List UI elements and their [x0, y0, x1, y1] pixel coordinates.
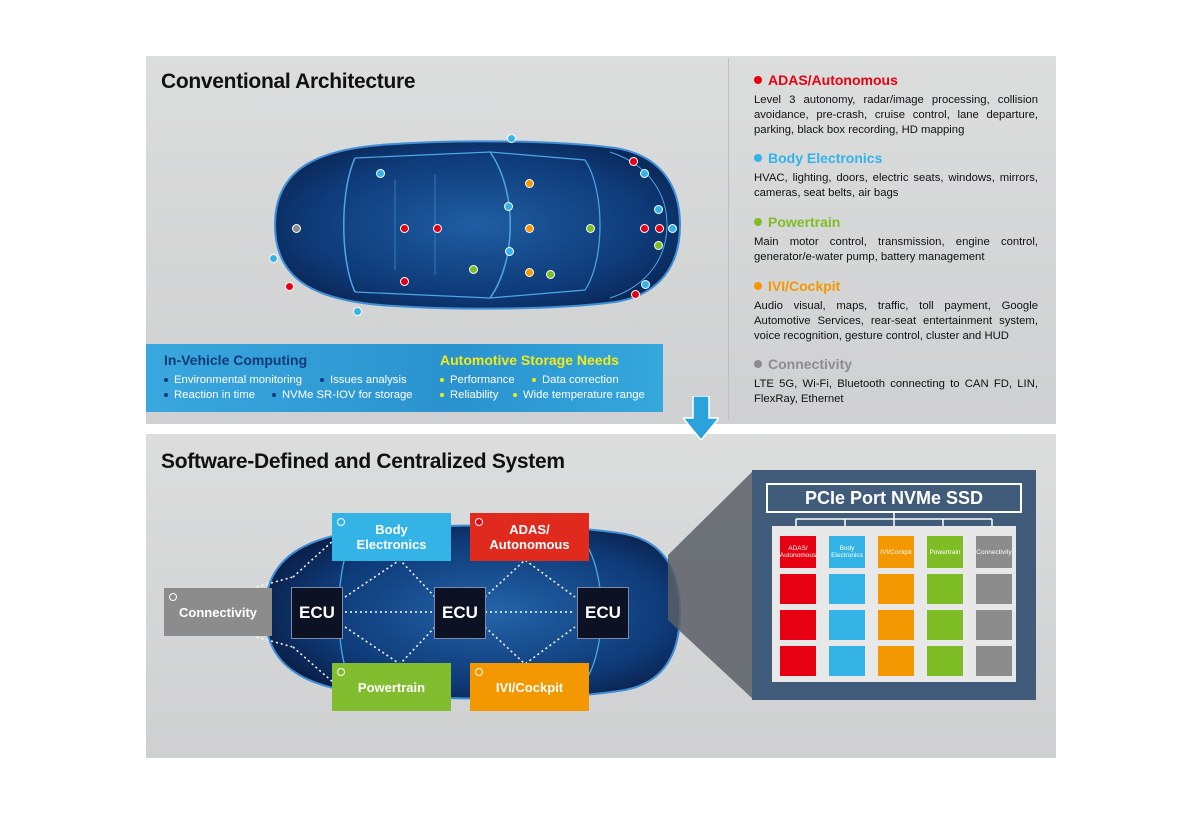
connectivity-node: Connectivity: [164, 588, 272, 636]
body-marker: [375, 168, 385, 178]
adas-marker: [630, 289, 640, 299]
connectivity-marker: [291, 223, 301, 233]
down-arrow-icon: [683, 396, 719, 440]
ssd-namespace-block: [878, 574, 914, 604]
legend-description: Level 3 autonomy, radar/image processing…: [754, 94, 1038, 136]
legend-description: Audio visual, maps, traffic, toll paymen…: [754, 300, 1038, 342]
ssd-column-header: ADAS/ Autonomous: [780, 536, 816, 568]
powertrain-marker: [585, 223, 595, 233]
ssd-column-header: Connectivity: [976, 536, 1012, 568]
body-marker: [268, 253, 278, 263]
adas-node: ADAS/ Autonomous: [470, 513, 589, 561]
info-box: In-Vehicle Computing Environmental monit…: [146, 344, 663, 412]
legend-title: Connectivity: [754, 356, 1038, 372]
legend-title: ADAS/Autonomous: [754, 72, 1038, 88]
ssd-namespace-block: [927, 574, 963, 604]
ssd-namespaces: ADAS/ Autonomous Body Electronics IVI/Cock…: [772, 526, 1016, 682]
powertrain-marker: [653, 240, 663, 250]
legend-title: IVI/Cockpit: [754, 278, 1038, 294]
powertrain-marker: [545, 269, 555, 279]
ssd-namespace-block: [927, 646, 963, 676]
body-marker: [667, 223, 677, 233]
info-item: NVMe SR-IOV for storage: [272, 389, 413, 401]
legend-title: Powertrain: [754, 214, 1038, 230]
centralized-system-title: Software-Defined and Centralized System: [161, 450, 565, 473]
adas-marker: [628, 156, 638, 166]
body-marker: [506, 133, 516, 143]
conventional-architecture-title: Conventional Architecture: [161, 70, 416, 93]
ssd-namespace-block: [878, 610, 914, 640]
ssd-namespace-block: [780, 574, 816, 604]
ecu-box-3: ECU: [577, 587, 629, 639]
legend-dot-icon: [754, 76, 762, 84]
ivi-marker: [524, 223, 534, 233]
ssd-namespace-block: [878, 646, 914, 676]
info-item: Wide temperature range: [513, 389, 645, 401]
body-marker: [503, 201, 513, 211]
adas-marker: [639, 223, 649, 233]
ssd-column-header: Body Electronics: [829, 536, 865, 568]
body-marker: [639, 168, 649, 178]
body-marker: [653, 204, 663, 214]
ecu-box-2: ECU: [434, 587, 486, 639]
ecu-box-1: ECU: [291, 587, 343, 639]
adas-marker: [399, 223, 409, 233]
panel-divider: [728, 58, 729, 420]
zoom-wedge: [668, 470, 754, 700]
adas-marker: [432, 223, 442, 233]
ssd-column-header: Powertrain: [927, 536, 963, 568]
body-marker: [352, 306, 362, 316]
powertrain-marker: [468, 264, 478, 274]
in-vehicle-computing-title: In-Vehicle Computing: [164, 352, 308, 368]
legend-description: HVAC, lighting, doors, electric seats, w…: [754, 172, 1038, 199]
ivi-cockpit-node: IVI/Cockpit: [470, 663, 589, 711]
ivi-marker: [524, 267, 534, 277]
info-item: Reliability: [440, 389, 498, 401]
ssd-namespace-block: [829, 610, 865, 640]
ssd-namespace-block: [829, 574, 865, 604]
ssd-namespace-block: [976, 610, 1012, 640]
powertrain-node: Powertrain: [332, 663, 451, 711]
ssd-namespace-block: [976, 646, 1012, 676]
ssd-namespace-block: [976, 574, 1012, 604]
car-body-outline: [273, 140, 682, 310]
ssd-namespace-block: [829, 646, 865, 676]
ssd-column-header: IVI/Cockpit: [878, 536, 914, 568]
ssd-namespace-block: [780, 646, 816, 676]
car-top-view: [273, 140, 682, 310]
ssd-namespace-block: [927, 610, 963, 640]
legend-dot-icon: [754, 154, 762, 162]
body-marker: [640, 279, 650, 289]
legend-description: LTE 5G, Wi-Fi, Bluetooth connecting to C…: [754, 378, 1038, 405]
nvme-ssd-diagram: PCIe Port NVMe SSD ADAS/ Autonomous Body …: [752, 470, 1036, 700]
ssd-title: PCIe Port NVMe SSD: [766, 483, 1022, 513]
legend-dot-icon: [754, 218, 762, 226]
ssd-namespace-block: [780, 610, 816, 640]
info-item: Issues analysis: [320, 374, 407, 386]
adas-marker: [284, 281, 294, 291]
storage-needs-title: Automotive Storage Needs: [440, 352, 619, 368]
info-item: Performance: [440, 374, 515, 386]
ssd-connector: [795, 513, 993, 527]
legend-description: Main motor control, transmission, engine…: [754, 236, 1038, 263]
adas-marker: [399, 276, 409, 286]
body-marker: [504, 246, 514, 256]
body-electronics-node: Body Electronics: [332, 513, 451, 561]
legend-dot-icon: [754, 360, 762, 368]
info-item: Environmental monitoring: [164, 374, 302, 386]
info-item: Reaction in time: [164, 389, 255, 401]
ivi-marker: [524, 178, 534, 188]
legend-dot-icon: [754, 282, 762, 290]
adas-marker: [654, 223, 664, 233]
info-item: Data correction: [532, 374, 619, 386]
legend-title: Body Electronics: [754, 150, 1038, 166]
